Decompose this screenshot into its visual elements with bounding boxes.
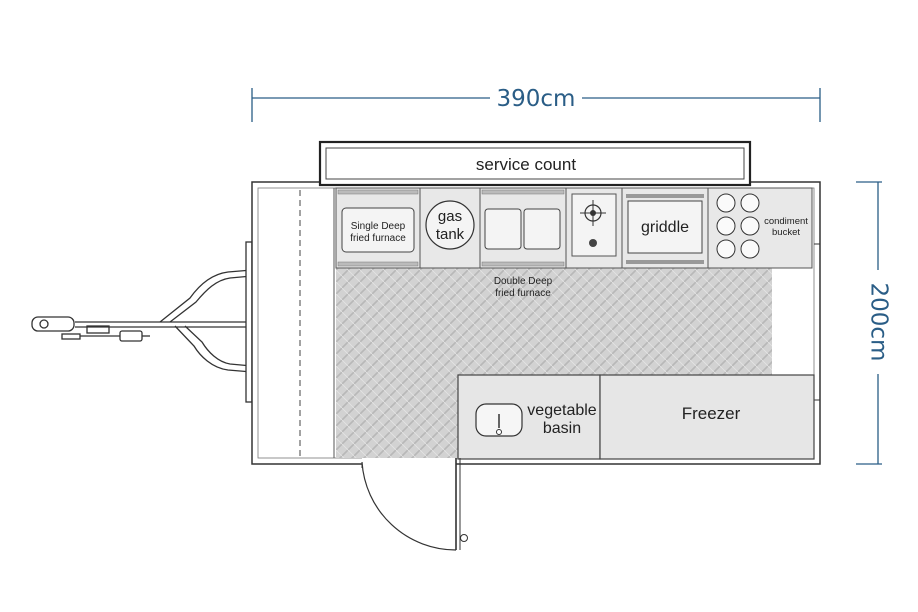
width-dimension: 390cm — [251, 86, 821, 122]
condiment-bucket: condiment bucket — [707, 187, 813, 269]
burner-icon — [565, 187, 623, 269]
tow-hitch-icon — [31, 241, 253, 403]
sink-icon — [475, 403, 523, 437]
service-counter: service count — [318, 140, 752, 187]
griddle-label: griddle — [641, 219, 689, 236]
vegetable-basin-label-1: vegetable — [527, 402, 596, 419]
griddle: griddle — [621, 187, 709, 269]
freezer: Freezer — [599, 374, 815, 460]
condiment-label-2: bucket — [772, 227, 800, 238]
single-fryer-label-2: fried furnace — [350, 233, 406, 244]
condiment-label-1: condiment — [764, 216, 808, 227]
door-swing-icon — [361, 458, 468, 551]
double-deep-fryer: Double Deep fried furnace — [479, 187, 567, 299]
height-label: 200cm — [866, 283, 892, 362]
height-dimension: 200cm — [856, 181, 892, 465]
vegetable-basin-label-2: basin — [543, 420, 581, 437]
double-fryer-label-2: fried furnace — [495, 288, 551, 299]
gas-tank: gas tank — [419, 187, 481, 269]
freezer-label: Freezer — [682, 404, 741, 423]
single-deep-fryer: Single Deep fried furnace — [335, 187, 421, 269]
width-label: 390cm — [497, 86, 576, 112]
gas-tank-label-1: gas — [438, 208, 462, 225]
gas-tank-label-2: tank — [436, 226, 465, 243]
double-fryer-label-1: Double Deep — [494, 276, 553, 287]
service-counter-label: service count — [476, 155, 576, 174]
vegetable-basin: vegetable basin — [457, 374, 601, 460]
single-fryer-label-1: Single Deep — [351, 221, 406, 232]
